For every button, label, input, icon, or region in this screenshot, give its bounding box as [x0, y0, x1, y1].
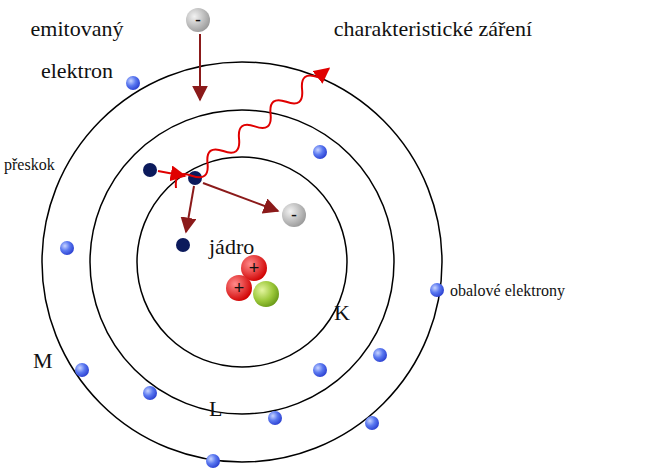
ejected-electron: - [282, 203, 306, 227]
electron-arrows [186, 34, 278, 232]
radiation-label: charakteristické záření [318, 8, 548, 50]
emitted-electron: - [186, 8, 210, 32]
shell-k [137, 157, 347, 367]
charge-sign: - [282, 203, 306, 227]
shell-name: M [33, 340, 63, 382]
radiation-wave [171, 62, 334, 194]
neutron [253, 281, 279, 307]
emitted-electron-label: emitovaný elektron [2, 8, 152, 92]
charge-sign: - [186, 8, 210, 32]
jump-label: přeskok [4, 150, 94, 180]
shell-electrons [60, 76, 444, 468]
shell-m [42, 62, 442, 462]
shell-l [90, 110, 394, 414]
shell-name: L [209, 388, 239, 430]
proton: + [226, 275, 252, 301]
shell-name: K [334, 292, 364, 334]
nucleus-label: jádro [209, 226, 289, 268]
charge-sign: + [226, 275, 252, 301]
shell-electrons-label: obalové elektrony [450, 276, 630, 306]
